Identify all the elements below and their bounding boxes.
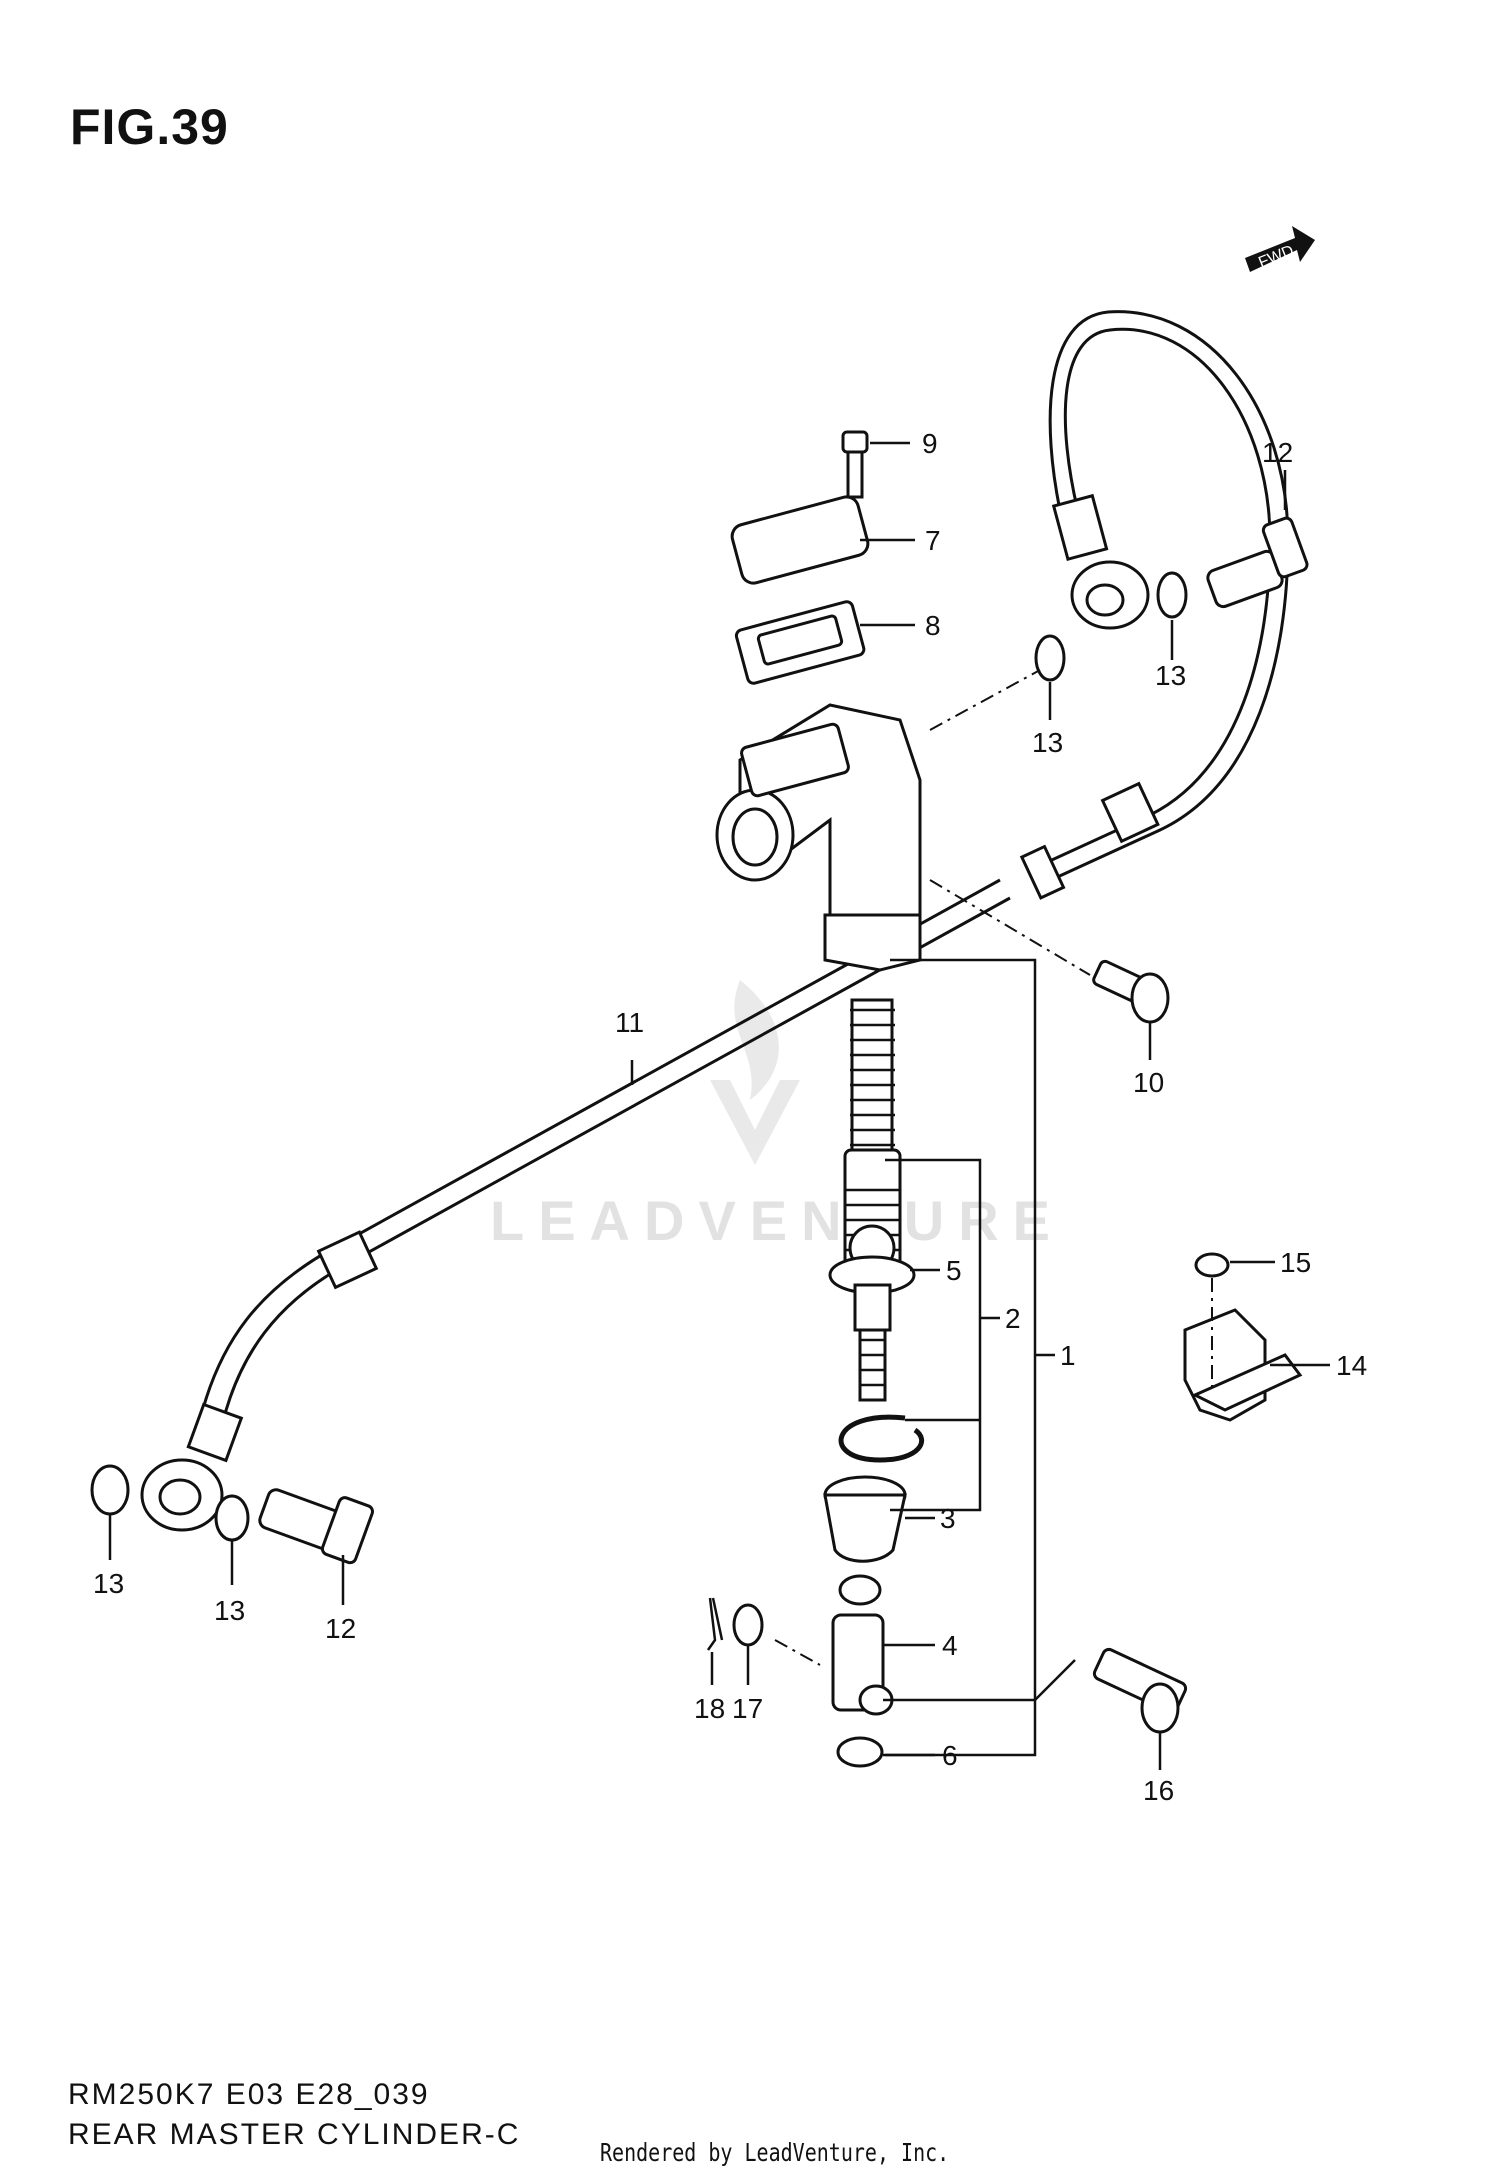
callout-numbers: 9 7 8 12 13 13 10 11 5 2 1 15 14 3 13 13… bbox=[93, 428, 1367, 1806]
nut-lower bbox=[836, 1736, 884, 1768]
callout-9: 9 bbox=[922, 428, 938, 459]
diaphragm bbox=[734, 600, 866, 685]
banjo-fitting-lower bbox=[140, 1458, 224, 1532]
callout-6: 6 bbox=[942, 1740, 958, 1771]
callout-7: 7 bbox=[925, 525, 941, 556]
callout-13-lower-right: 13 bbox=[214, 1595, 245, 1626]
callout-12-upper: 12 bbox=[1262, 437, 1293, 468]
banjo-fitting-upper bbox=[1070, 560, 1150, 630]
union-bolt-upper bbox=[1206, 516, 1309, 609]
callout-12-lower: 12 bbox=[325, 1613, 356, 1644]
nut-upper bbox=[838, 1574, 882, 1606]
callout-13-lower-left: 13 bbox=[93, 1568, 124, 1599]
gasket-upper-right bbox=[1156, 571, 1188, 619]
brake-hose bbox=[186, 310, 1290, 1463]
boot bbox=[823, 1475, 907, 1563]
screw bbox=[841, 430, 869, 499]
union-bolt-lower bbox=[258, 1488, 374, 1565]
leader-lines bbox=[108, 441, 1330, 1770]
mounting-bolt bbox=[1092, 959, 1170, 1024]
gasket-upper-left bbox=[1034, 634, 1066, 682]
callout-11: 11 bbox=[615, 1007, 644, 1038]
clamp-screw bbox=[1194, 1252, 1230, 1278]
callout-16: 16 bbox=[1143, 1775, 1174, 1806]
callout-14: 14 bbox=[1336, 1350, 1367, 1381]
push-rod bbox=[828, 1224, 916, 1402]
callout-8: 8 bbox=[925, 610, 941, 641]
rendered-by-credit: Rendered by LeadVenture, Inc. bbox=[600, 2138, 950, 2167]
clevis bbox=[831, 1613, 894, 1716]
callout-10: 10 bbox=[1133, 1067, 1164, 1098]
master-cylinder-body bbox=[715, 703, 922, 972]
washer bbox=[732, 1603, 764, 1647]
diagram-name: REAR MASTER CYLINDER-C bbox=[68, 2118, 521, 2151]
callout-17: 17 bbox=[732, 1693, 763, 1724]
callout-13-upper-right: 13 bbox=[1155, 660, 1186, 691]
callout-4: 4 bbox=[942, 1630, 958, 1661]
watermark-logo-icon bbox=[710, 980, 800, 1165]
watermark: LEADVENTURE bbox=[490, 1189, 1065, 1252]
cotter-pin bbox=[706, 1597, 724, 1651]
callout-13-upper-left: 13 bbox=[1032, 727, 1063, 758]
hose-clamp bbox=[1183, 1308, 1303, 1422]
piston-spring bbox=[850, 998, 895, 1152]
gasket-lower-left bbox=[90, 1464, 130, 1516]
diagram-code: RM250K7 E03 E28_039 bbox=[68, 2078, 430, 2111]
callout-2: 2 bbox=[1005, 1303, 1021, 1334]
callout-3: 3 bbox=[940, 1503, 956, 1534]
reservoir-cap bbox=[730, 495, 870, 585]
callout-18: 18 bbox=[694, 1693, 725, 1724]
callout-5: 5 bbox=[946, 1255, 962, 1286]
clevis-pin bbox=[1092, 1647, 1188, 1734]
fwd-arrow-icon: FWD bbox=[1245, 226, 1315, 272]
callout-1: 1 bbox=[1060, 1340, 1076, 1371]
gasket-lower-right bbox=[214, 1494, 250, 1542]
circlip bbox=[838, 1414, 924, 1463]
callout-15: 15 bbox=[1280, 1247, 1311, 1278]
figure-title: FIG.39 bbox=[70, 99, 229, 155]
